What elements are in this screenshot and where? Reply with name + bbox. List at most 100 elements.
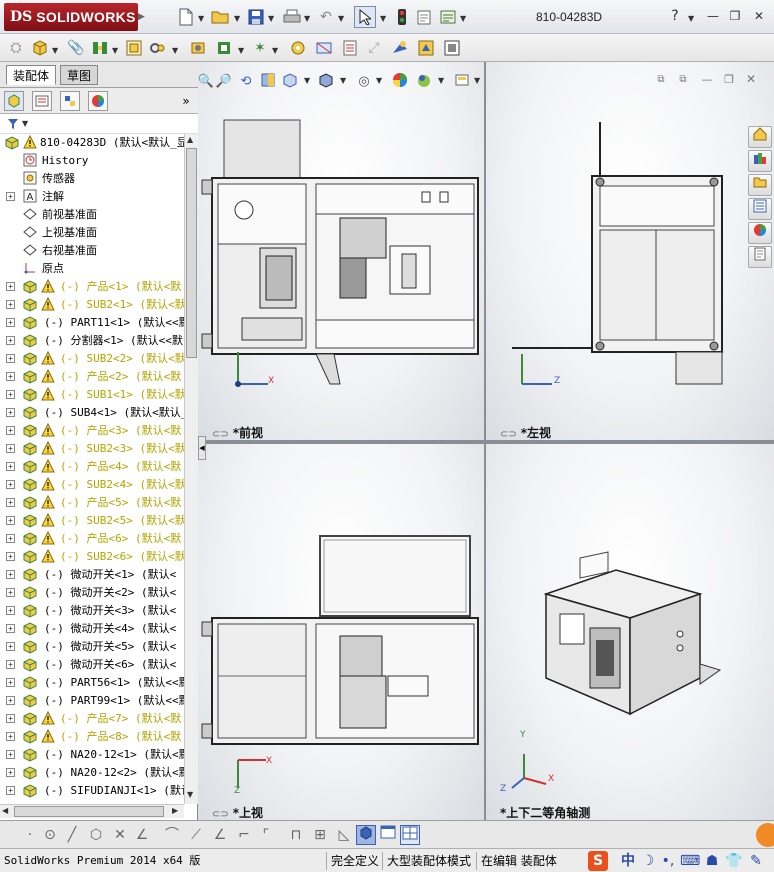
save-dropdown-icon[interactable]: ▼	[268, 14, 275, 23]
viewport-close-icon[interactable]: ✕	[745, 72, 757, 86]
expand-toggle-icon[interactable]: +	[6, 624, 15, 633]
expand-toggle-icon[interactable]: +	[6, 642, 15, 651]
filter-dropdown-icon[interactable]: ▼	[22, 119, 29, 128]
punctuation-icon[interactable]: •,	[661, 853, 675, 869]
appearances-icon[interactable]	[748, 222, 772, 244]
tree-item[interactable]: +(-) SIFUDIANJI<1> (默认	[0, 782, 184, 800]
zoom-to-fit-icon[interactable]: 🔍	[198, 74, 215, 89]
single-view-icon[interactable]	[378, 825, 398, 845]
file-properties-icon[interactable]	[414, 7, 434, 27]
expand-toggle-icon[interactable]: +	[6, 534, 15, 543]
tree-scroll-thumb[interactable]	[186, 148, 197, 358]
polygon-icon[interactable]: ⬡	[89, 827, 103, 843]
status-editing[interactable]: 在编辑 装配体	[476, 852, 557, 870]
graphics-area[interactable]: 🔍 🔎 ⟲ ▼ ▼ ◎ ▼	[198, 62, 774, 820]
tree-item[interactable]: +(-) 产品<6> (默认<默	[0, 530, 184, 548]
tree-item[interactable]: +(-) PART56<1> (默认<<默	[0, 674, 184, 692]
tree-item[interactable]: +(-) NA20-12<1> (默认<默	[0, 746, 184, 764]
help-dropdown-icon[interactable]: ▼	[688, 14, 695, 23]
custom-properties-icon[interactable]	[748, 246, 772, 268]
tree-item[interactable]: +(-) PART11<1> (默认<<默	[0, 314, 184, 332]
resources-home-icon[interactable]	[748, 126, 772, 148]
apply-scene-icon[interactable]	[414, 72, 434, 92]
expand-toggle-icon[interactable]: +	[6, 390, 15, 399]
expand-toggle-icon[interactable]: +	[6, 444, 15, 453]
new-dropdown-icon[interactable]: ▼	[198, 14, 205, 23]
four-view-icon[interactable]	[400, 825, 420, 845]
file-explorer-icon[interactable]	[748, 174, 772, 196]
expand-toggle-icon[interactable]: +	[6, 606, 15, 615]
viewport-horizontal-splitter[interactable]	[198, 440, 774, 444]
expand-toggle-icon[interactable]: +	[6, 408, 15, 417]
tree-item[interactable]: +(-) 微动开关<6> (默认<	[0, 656, 184, 674]
zoom-area-icon[interactable]: 🔎	[215, 74, 233, 89]
viewport-isometric[interactable]: Y X Z *上下二等角轴测	[486, 444, 774, 820]
select-arrow-icon[interactable]	[354, 6, 376, 28]
expand-toggle-icon[interactable]: +	[6, 768, 15, 777]
expand-toggle-icon[interactable]: +	[6, 462, 15, 471]
trim-icon[interactable]: ✕	[114, 827, 126, 843]
speedpak-icon[interactable]	[416, 38, 436, 58]
tree-item[interactable]: +(-) 产品<4> (默认<默	[0, 458, 184, 476]
assembly-features-icon[interactable]	[288, 38, 308, 58]
tree-vertical-scrollbar[interactable]: ▲ ▼	[184, 134, 198, 804]
scroll-right-icon[interactable]: ▶	[172, 806, 179, 815]
configuration-manager-icon[interactable]	[60, 91, 80, 111]
display-style-icon[interactable]	[316, 72, 336, 92]
ime-lang[interactable]: 中	[621, 853, 635, 869]
angle-icon[interactable]: ∠	[135, 827, 149, 843]
reference-geometry-icon[interactable]	[314, 38, 334, 58]
tree-item[interactable]: 原点	[0, 260, 184, 278]
property-manager-icon[interactable]	[32, 91, 52, 111]
tree-item[interactable]: +(-) 产品<2> (默认<默	[0, 368, 184, 386]
chamfer-icon[interactable]: ⟋	[191, 827, 201, 843]
convert-entities-icon[interactable]: ⌐	[238, 827, 250, 843]
view-palette-icon[interactable]	[748, 198, 772, 220]
tree-item[interactable]: +(-) SUB2<5> (默认<默	[0, 512, 184, 530]
move-component-icon[interactable]	[214, 38, 234, 58]
expand-toggle-icon[interactable]: +	[6, 714, 15, 723]
tree-item[interactable]: 传感器	[0, 170, 184, 188]
expand-toggle-icon[interactable]: +	[6, 354, 15, 363]
tree-item[interactable]: +(-) 产品<5> (默认<默	[0, 494, 184, 512]
display-style-dropdown-icon[interactable]: ▼	[340, 76, 347, 85]
print-dropdown-icon[interactable]: ▼	[304, 14, 311, 23]
tree-item[interactable]: +(-) NA20-12<2> (默认<默	[0, 764, 184, 782]
tree-item[interactable]: +(-) 产品<1> (默认<默	[0, 278, 184, 296]
tree-item[interactable]: 上视基准面	[0, 224, 184, 242]
design-library-icon[interactable]	[748, 150, 772, 172]
move-dropdown-icon[interactable]: ▼	[238, 46, 245, 55]
expand-toggle-icon[interactable]: +	[6, 750, 15, 759]
tree-item[interactable]: +(-) SUB1<1> (默认<默	[0, 386, 184, 404]
filter-icon[interactable]	[6, 114, 20, 134]
mate-dropdown-icon[interactable]: ▼	[112, 46, 119, 55]
scene-dropdown-icon[interactable]: ▼	[438, 76, 445, 85]
snapshot-icon[interactable]	[442, 38, 462, 58]
view-orientation-icon[interactable]	[280, 72, 300, 92]
point-icon[interactable]: ·	[27, 827, 33, 843]
help-icon[interactable]: ?	[671, 8, 679, 24]
menu-expand-arrow[interactable]: ▶	[138, 12, 145, 22]
instant3d-icon[interactable]	[390, 38, 410, 58]
mirror-icon[interactable]: ⌜	[262, 827, 270, 843]
select-dropdown-icon[interactable]: ▼	[380, 14, 387, 23]
panel-collapse-handle[interactable]: ◀	[198, 436, 206, 460]
hide-show-dropdown-icon[interactable]: ▼	[376, 76, 383, 85]
tree-item[interactable]: +(-) SUB2<4> (默认<默	[0, 476, 184, 494]
tree-item[interactable]: +(-) SUB4<1> (默认<默认_	[0, 404, 184, 422]
expand-toggle-icon[interactable]: +	[6, 426, 15, 435]
scroll-up-icon[interactable]: ▲	[187, 135, 194, 144]
tools-icon[interactable]: ✎	[750, 853, 762, 869]
tree-item[interactable]: +(-) SUB2<6> (默认<默	[0, 548, 184, 566]
expand-toggle-icon[interactable]: +	[6, 192, 15, 201]
viewport-restore-icon[interactable]: ❐	[724, 72, 734, 86]
undo-dropdown-icon[interactable]: ▼	[338, 14, 345, 23]
insert-component-icon[interactable]: ⛭	[10, 40, 22, 56]
tree-item[interactable]: +(-) 微动开关<1> (默认<	[0, 566, 184, 584]
restore-icon[interactable]: ❐	[729, 9, 741, 23]
tree-hscroll-thumb[interactable]	[14, 806, 164, 817]
tree-item[interactable]: 右视基准面	[0, 242, 184, 260]
viewport-left[interactable]: ⧉ ⧉ — ❐ ✕ Z ⊂⊃*左视	[486, 62, 774, 440]
tree-item[interactable]: +(-) PART99<1> (默认<<默	[0, 692, 184, 710]
